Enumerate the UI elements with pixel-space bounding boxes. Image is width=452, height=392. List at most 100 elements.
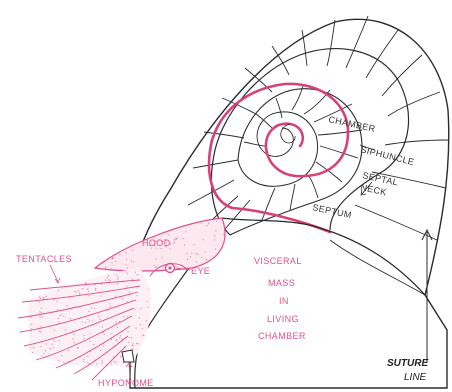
- stipple-dot: [117, 278, 118, 279]
- stipple-dot: [102, 360, 103, 361]
- stipple-dot: [119, 254, 120, 255]
- stipple-dot: [41, 312, 42, 313]
- stipple-dot: [69, 297, 70, 298]
- stipple-dot: [140, 324, 141, 325]
- stipple-dot: [193, 244, 194, 245]
- stipple-dot: [66, 277, 67, 278]
- stipple-dot: [102, 363, 103, 364]
- stipple-dot: [111, 339, 112, 340]
- stipple-dot: [83, 272, 84, 273]
- stipple-dot: [67, 305, 68, 306]
- stipple-dot: [101, 284, 102, 285]
- stipple-dot: [32, 352, 33, 353]
- stipple-dot: [59, 282, 60, 283]
- stipple-dot: [92, 320, 93, 321]
- stipple-dot: [64, 269, 65, 270]
- stipple-dot: [197, 254, 198, 255]
- stipple-dot: [77, 347, 78, 348]
- stipple-dot: [52, 366, 53, 367]
- stipple-dot: [203, 239, 204, 240]
- stipple-dot: [132, 345, 133, 346]
- stipple-dot: [72, 338, 73, 339]
- stipple-dot: [30, 284, 31, 285]
- stipple-dot: [88, 291, 89, 292]
- stipple-dot: [127, 246, 128, 247]
- stipple-dot: [131, 337, 132, 338]
- stipple-dot: [65, 329, 66, 330]
- stipple-dot: [122, 298, 123, 299]
- stipple-dot: [29, 267, 30, 268]
- stipple-dot: [43, 297, 44, 298]
- stipple-dot: [47, 282, 48, 283]
- stipple-dot: [101, 236, 102, 237]
- stipple-dot: [113, 272, 114, 273]
- stipple-dot: [132, 250, 133, 251]
- stipple-dot: [31, 287, 32, 288]
- stipple-dot: [133, 261, 134, 262]
- stipple-dot: [87, 289, 88, 290]
- label-eye: EYE: [191, 266, 210, 276]
- stipple-dot: [187, 259, 188, 260]
- stipple-dot: [120, 335, 121, 336]
- stipple-dot: [79, 293, 80, 294]
- stipple-dot: [174, 241, 175, 242]
- stipple-dot: [82, 288, 83, 289]
- stipple-dot: [106, 227, 107, 228]
- stipple-dot: [45, 292, 46, 293]
- stipple-dot: [57, 309, 58, 310]
- stipple-dot: [58, 290, 59, 291]
- stipple-dot: [83, 338, 84, 339]
- stipple-dot: [103, 259, 104, 260]
- stipple-dot: [126, 286, 127, 287]
- stipple-dot: [146, 320, 147, 321]
- stipple-dot: [61, 355, 62, 356]
- stipple-dot: [142, 328, 143, 329]
- stipple-dot: [131, 260, 132, 261]
- stipple-dot: [127, 316, 128, 317]
- label-visceral-2: MASS: [268, 278, 295, 288]
- stipple-dot: [130, 229, 131, 230]
- stipple-dot: [112, 257, 113, 258]
- stipple-dot: [82, 277, 83, 278]
- stipple-dot: [57, 364, 58, 365]
- stipple-dot: [54, 341, 55, 342]
- stipple-dot: [35, 357, 36, 358]
- stipple-dot: [126, 232, 127, 233]
- stipple-dot: [39, 316, 40, 317]
- stipple-dot: [63, 362, 64, 363]
- stipple-dot: [59, 340, 60, 341]
- stipple-dot: [115, 296, 116, 297]
- stipple-dot: [49, 284, 50, 285]
- stipple-dot: [30, 297, 31, 298]
- stipple-dot: [113, 356, 114, 357]
- stipple-dot: [43, 353, 44, 354]
- stipple-dot: [103, 345, 104, 346]
- label-visceral-5: CHAMBER: [258, 331, 306, 341]
- stipple-dot: [170, 248, 171, 249]
- stipple-dot: [155, 259, 156, 260]
- label-visceral-3: IN: [279, 296, 289, 306]
- stipple-dot: [53, 299, 54, 300]
- stipple-dot: [106, 223, 107, 224]
- stipple-dot: [28, 367, 29, 368]
- stipple-dot: [105, 270, 106, 271]
- stipple-dot: [53, 347, 54, 348]
- stipple-dot: [37, 281, 38, 282]
- stipple-dot: [110, 366, 111, 367]
- stipple-dot: [168, 234, 169, 235]
- stipple-dot: [58, 318, 59, 319]
- stipple-dot: [63, 368, 64, 369]
- stipple-dot: [27, 312, 28, 313]
- stipple-dot: [76, 291, 77, 292]
- stipple-dot: [201, 257, 202, 258]
- stipple-dot: [91, 274, 92, 275]
- stipple-dot: [116, 340, 117, 341]
- stipple-dot: [105, 280, 106, 281]
- stipple-dot: [111, 238, 112, 239]
- stipple-dot: [147, 216, 148, 217]
- stipple-dot: [110, 306, 111, 307]
- stipple-dot: [103, 332, 104, 333]
- stipple-dot: [201, 223, 202, 224]
- stipple-dot: [115, 274, 116, 275]
- eye-pupil: [168, 266, 171, 269]
